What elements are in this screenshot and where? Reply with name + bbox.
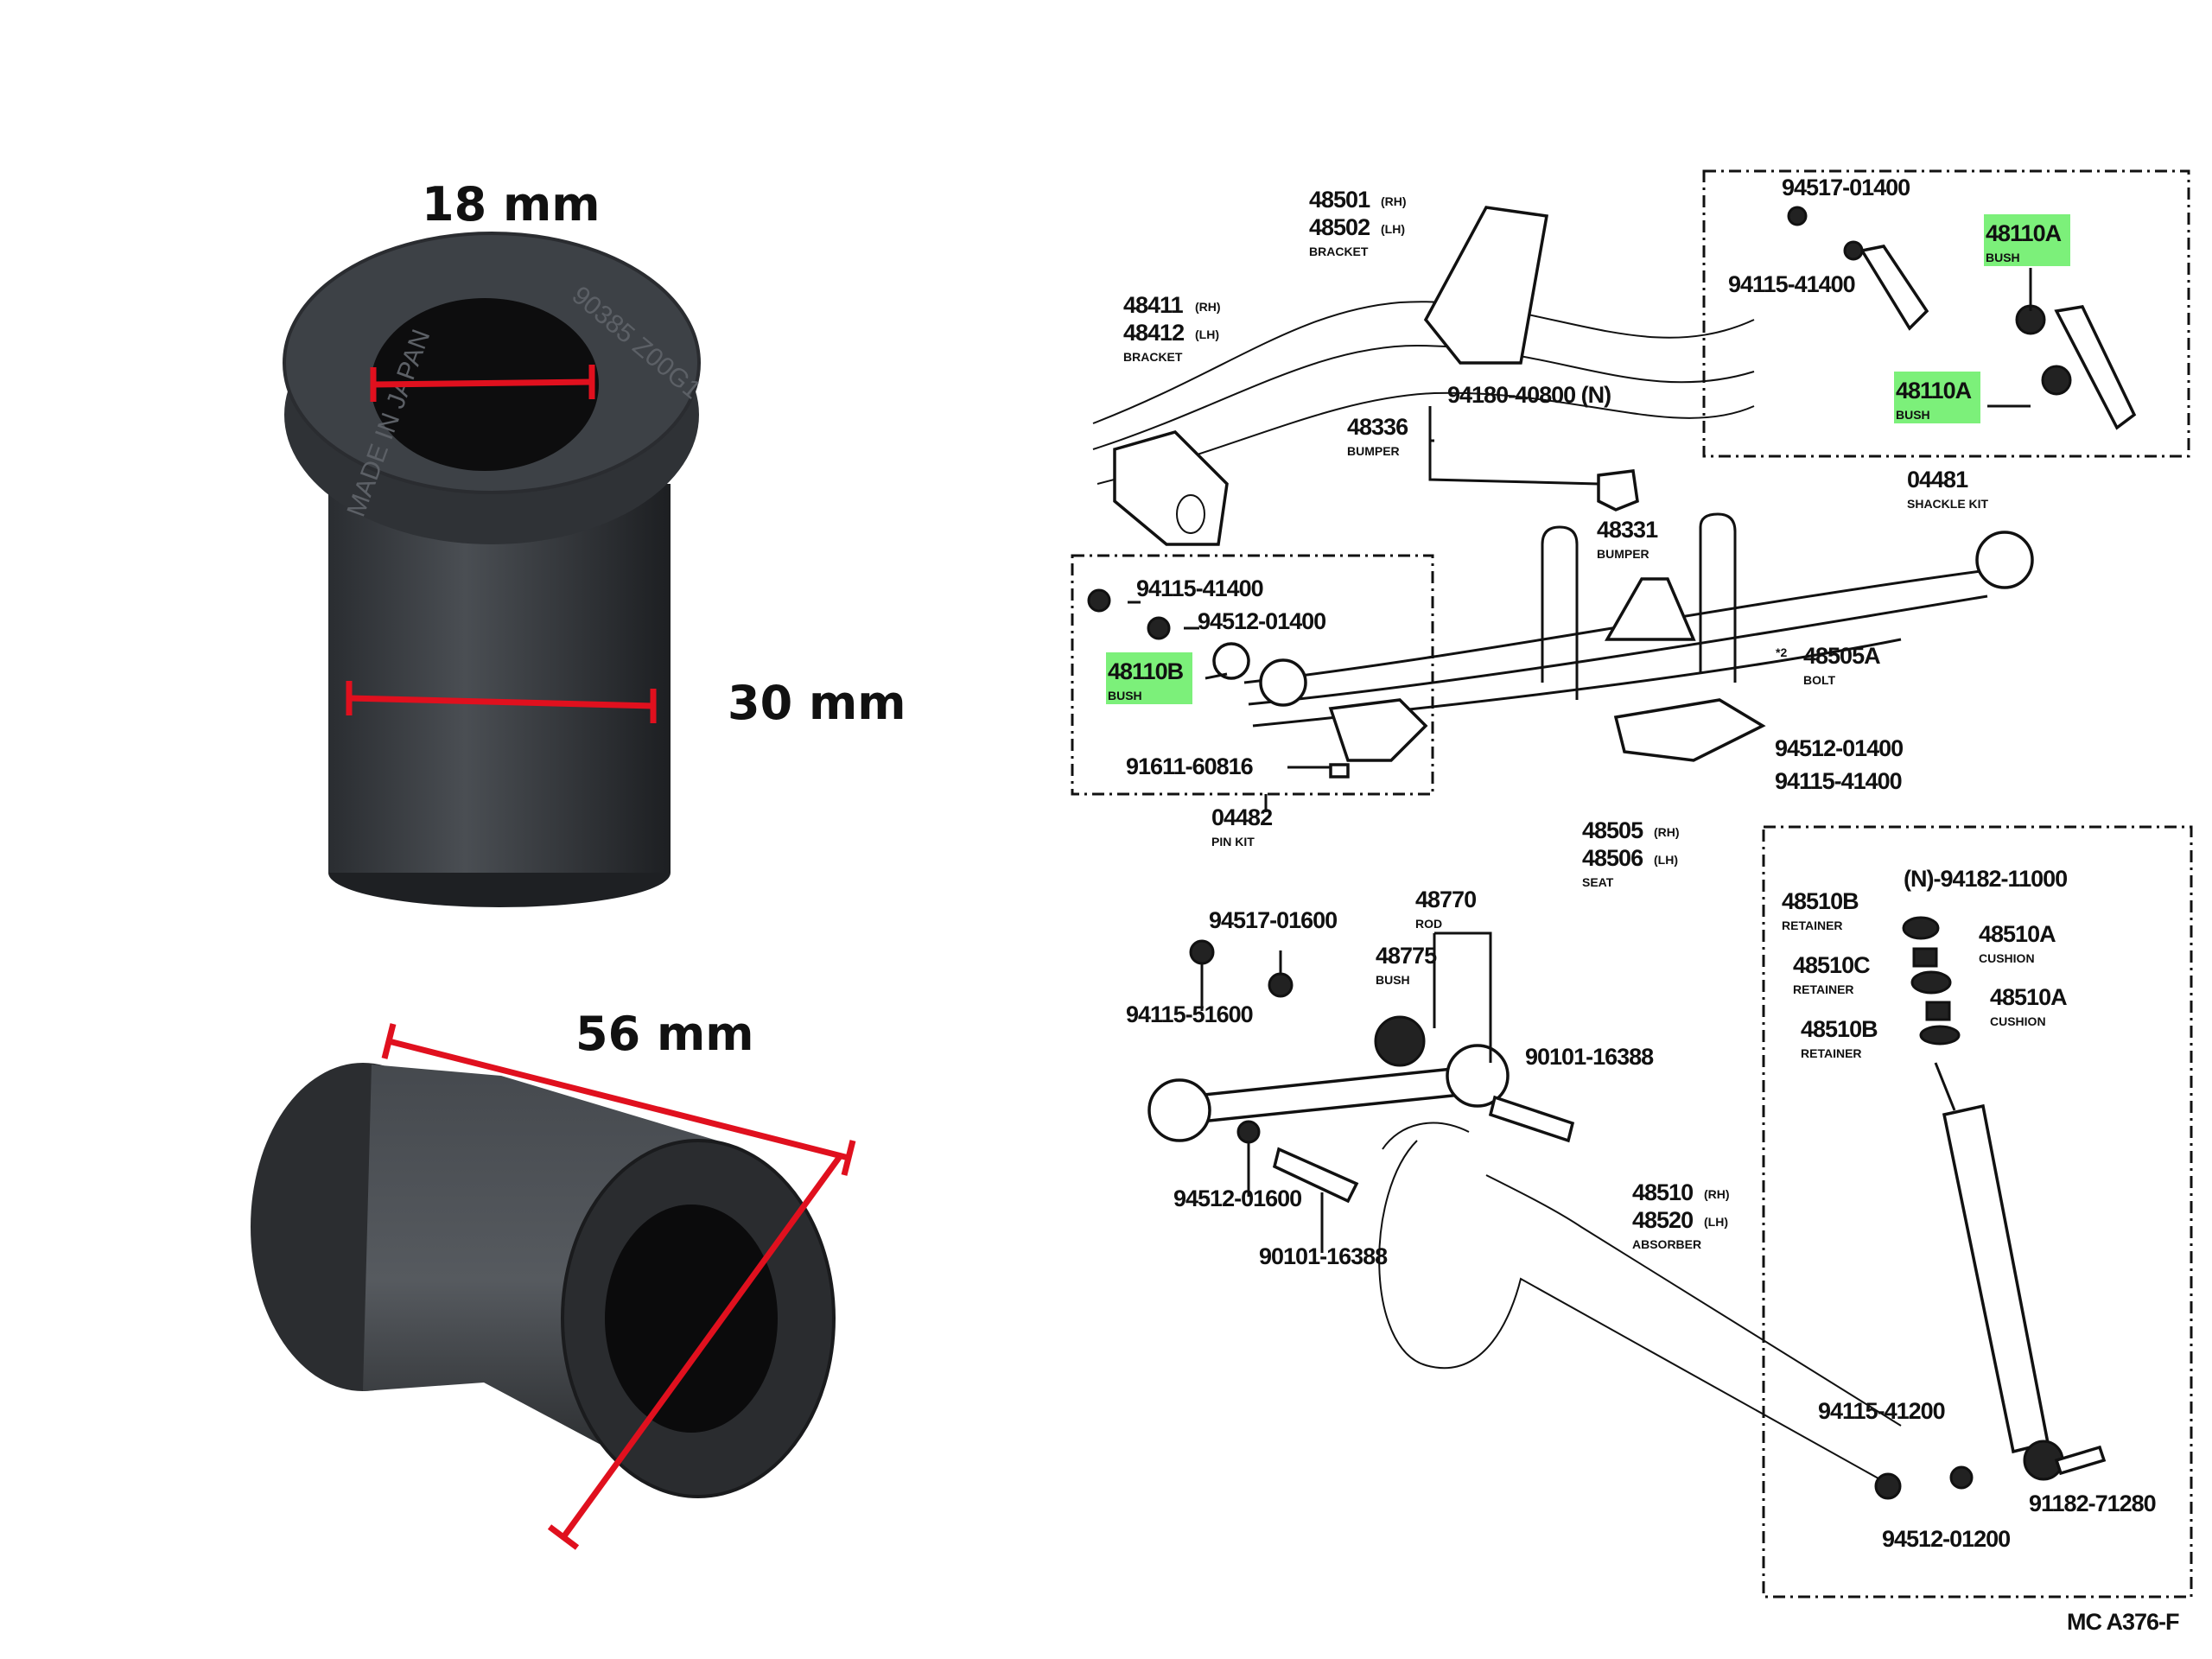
label-94512-01400-seat: 94512-01400 (1775, 735, 1903, 761)
outer-diameter-label: 30 mm (728, 676, 906, 730)
label-94115-41200: 94115-41200 (1818, 1398, 1945, 1424)
svg-text:ROD: ROD (1415, 917, 1442, 931)
label-48510A-bottom: 48510A (1990, 984, 2067, 1010)
svg-text:ABSORBER: ABSORBER (1632, 1237, 1701, 1251)
label-48510: 48510 (1632, 1179, 1693, 1205)
svg-text:BUSH: BUSH (1986, 251, 2020, 264)
label-48505: 48505 (1582, 817, 1643, 843)
svg-text:(LH): (LH) (1381, 222, 1405, 236)
svg-text:SEAT: SEAT (1582, 875, 1614, 889)
label-94512-01600: 94512-01600 (1173, 1185, 1301, 1211)
part-labels: 48501 (RH) 48502 (LH) BRACKET 48411 (RH) 48… (1108, 175, 2180, 1635)
flange-diameter-line (561, 1153, 843, 1540)
label-48775: 48775 (1376, 943, 1437, 969)
svg-text:BUSH: BUSH (1376, 973, 1410, 987)
label-91611-60816: 91611-60816 (1126, 753, 1254, 779)
svg-text:RETAINER: RETAINER (1801, 1046, 1862, 1060)
pin-kit-box (1071, 554, 1434, 796)
label-94512-01200: 94512-01200 (1882, 1526, 2010, 1552)
svg-text:BUMPER: BUMPER (1347, 444, 1400, 458)
label-48501: 48501 (1309, 187, 1370, 213)
svg-text:CUSHION: CUSHION (1979, 951, 2035, 965)
label-91182-71280: 91182-71280 (2029, 1491, 2156, 1516)
svg-text:BRACKET: BRACKET (1123, 350, 1183, 364)
label-04482: 04482 (1211, 804, 1272, 830)
highlight-48110A-bottom (1894, 372, 1980, 423)
label-94115-41400-shackle: 94115-41400 (1728, 271, 1855, 297)
label-94182-11000: (N)-94182-11000 (1904, 866, 2067, 892)
label-94115-41400-seat: 94115-41400 (1775, 768, 1902, 794)
inner-diameter-line (372, 378, 593, 388)
svg-text:BUMPER: BUMPER (1597, 547, 1649, 561)
outer-diameter-line (348, 695, 654, 709)
svg-text:(RH): (RH) (1704, 1187, 1730, 1201)
svg-text:RETAINER: RETAINER (1782, 918, 1843, 932)
highlight-48110A-top (1984, 214, 2070, 266)
bushing-side-view (251, 1063, 836, 1498)
label-90101-16388-top: 90101-16388 (1525, 1044, 1654, 1070)
measurement-lines (346, 365, 856, 1550)
shackle-kit-box (1702, 169, 2190, 458)
label-94115-41400-pin: 94115-41400 (1136, 575, 1263, 601)
svg-text:*2: *2 (1776, 645, 1787, 659)
label-48506: 48506 (1582, 845, 1643, 871)
svg-text:(LH): (LH) (1195, 327, 1219, 341)
label-48412: 48412 (1123, 320, 1184, 346)
svg-text:BOLT: BOLT (1803, 673, 1836, 687)
label-48510C: 48510C (1793, 952, 1870, 978)
svg-text:CUSHION: CUSHION (1990, 1014, 2046, 1028)
svg-text:(RH): (RH) (1381, 194, 1407, 208)
svg-text:SHACKLE KIT: SHACKLE KIT (1907, 497, 1989, 511)
diagram-reference-code: MC A376-F (2067, 1609, 2179, 1635)
diagram-drawing (1087, 206, 2137, 1500)
label-94512-01400-pin: 94512-01400 (1198, 608, 1325, 634)
svg-text:(RH): (RH) (1195, 300, 1221, 314)
bushing-photos: MADE IN JAPAN 90385 Z00G1 (251, 232, 856, 1550)
label-48510A-top: 48510A (1979, 921, 2056, 947)
label-48510B-bottom: 48510B (1801, 1016, 1878, 1042)
label-48336: 48336 (1347, 414, 1408, 440)
svg-text:(LH): (LH) (1704, 1215, 1728, 1229)
svg-text:(RH): (RH) (1654, 825, 1680, 839)
label-48110A-bush-bottom: 48110A (1896, 378, 1972, 404)
inner-diameter-label: 18 mm (422, 177, 601, 232)
label-94517-01400: 94517-01400 (1782, 175, 1910, 200)
label-94517-01600: 94517-01600 (1209, 907, 1337, 933)
label-94115-51600: 94115-51600 (1126, 1001, 1253, 1027)
label-90101-16388-bottom: 90101-16388 (1259, 1243, 1388, 1269)
label-48411: 48411 (1123, 292, 1184, 318)
label-48505A: 48505A (1803, 643, 1880, 669)
highlight-48110B (1106, 652, 1192, 704)
label-94180-40800: 94180-40800 (N) (1447, 382, 1611, 408)
absorber-kit-box (1762, 825, 2193, 1599)
svg-text:BUSH: BUSH (1108, 689, 1142, 702)
label-48770: 48770 (1415, 887, 1476, 912)
svg-text:PIN KIT: PIN KIT (1211, 835, 1255, 849)
label-48520: 48520 (1632, 1207, 1693, 1233)
bushing-top-view: MADE IN JAPAN 90385 Z00G1 (283, 232, 706, 907)
svg-text:RETAINER: RETAINER (1793, 982, 1854, 996)
svg-text:BUSH: BUSH (1896, 408, 1930, 422)
label-04481: 04481 (1907, 467, 1968, 493)
svg-text:(LH): (LH) (1654, 853, 1678, 867)
label-48502: 48502 (1309, 214, 1370, 240)
label-48510B-top: 48510B (1782, 888, 1859, 914)
length-label: 56 mm (575, 1007, 754, 1061)
label-48110A-bush-top: 48110A (1986, 220, 2062, 246)
svg-text:BRACKET: BRACKET (1309, 245, 1369, 258)
label-48110B-bush: 48110B (1108, 658, 1184, 684)
label-48331: 48331 (1597, 517, 1658, 543)
length-line (388, 1038, 849, 1161)
